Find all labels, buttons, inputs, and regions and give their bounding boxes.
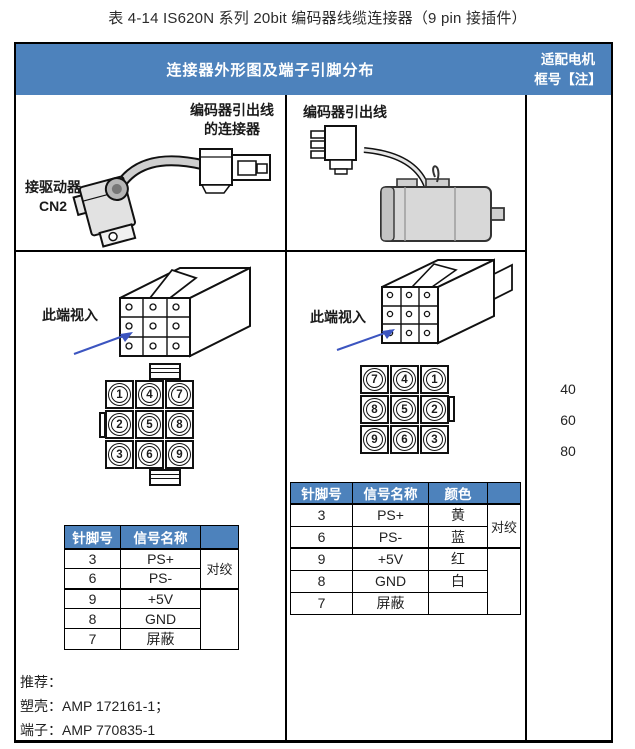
viewing-arrow-icon	[337, 329, 395, 350]
pin: 8	[165, 410, 194, 439]
pin: 5	[390, 395, 419, 424]
empty-group-cell	[487, 547, 521, 615]
header-connector-layout: 连接器外形图及端子引脚分布	[166, 62, 375, 79]
terminal-part-number: 端子：AMP 770835-1	[20, 722, 156, 738]
twisted-pair-cell: 对绞	[200, 548, 239, 590]
table-header: 针脚号 信号名称	[64, 525, 239, 550]
encoder-connector-label: 编码器引出线 的连接器	[190, 102, 274, 137]
pin: 8	[360, 395, 389, 424]
table-caption: 表 4-14 IS620N 系列 20bit 编码器线缆连接器（9 pin 接插…	[108, 10, 527, 27]
empty-group-cell	[200, 588, 239, 650]
table-row: 7 屏蔽	[64, 628, 239, 650]
pin: 4	[135, 380, 164, 409]
encoder-side-plug	[200, 149, 270, 193]
view-from-this-end-label-left: 此端视入	[42, 307, 98, 323]
encoder-plug-small	[311, 126, 356, 174]
pin: 2	[105, 410, 134, 439]
signal-table-right: 针脚号 信号名称 颜色 3 PS+ 黄 对绞 6 PS- 蓝 9 +5V 红	[290, 482, 521, 615]
drive-side-connector	[72, 176, 141, 251]
pin: 6	[390, 425, 419, 454]
table-header-row: 连接器外形图及端子引脚分布 适配电机 框号【注】	[16, 44, 611, 95]
pin: 2	[420, 395, 449, 424]
servo-motor-body	[381, 166, 504, 241]
header-motor-frame-line1: 适配电机	[541, 51, 595, 67]
latch-top	[149, 363, 181, 380]
header-motor-frame: 适配电机 框号【注】	[525, 44, 611, 95]
latch-bottom	[149, 469, 181, 486]
pin-grid-left: 1 4 7 2 5 8 3 6 9	[105, 380, 194, 469]
drive-cn2-label: 接驱动器 CN2	[25, 179, 81, 214]
table-row: 6 PS-	[64, 568, 239, 590]
connector-3d-left	[40, 250, 276, 362]
twisted-pair-cell: 对绞	[487, 503, 521, 549]
table-row: 8 GND 白	[290, 569, 521, 593]
pin: 9	[360, 425, 389, 454]
table-row: 6 PS- 蓝	[290, 525, 521, 549]
table-row: 3 PS+ 黄 对绞	[290, 503, 521, 549]
table-row: 7 屏蔽	[290, 591, 521, 615]
pin: 7	[360, 365, 389, 394]
pin: 9	[165, 440, 194, 469]
keying-tab-right	[448, 396, 455, 422]
pin: 5	[135, 410, 164, 439]
view-from-this-end-label-right: 此端视入	[310, 309, 366, 325]
recommended-parts: 推荐： 塑壳：AMP 172161-1； 端子：AMP 770835-1	[20, 670, 169, 742]
column-divider-left	[285, 95, 287, 740]
cable-assembly-illustration	[16, 95, 285, 250]
signal-table-left: 针脚号 信号名称 3 PS+ 对绞 6 PS- 9 +5V 8 GND	[64, 525, 239, 650]
table-row: 8 GND	[64, 608, 239, 629]
pin-face-view-right: 7 4 1 8 5 2 9 6 3	[360, 365, 455, 454]
encoder-lead-label: 编码器引出线	[303, 104, 387, 120]
recommend-line: 推荐：	[20, 674, 62, 690]
column-divider-right	[525, 95, 527, 740]
pin: 1	[420, 365, 449, 394]
pin: 1	[105, 380, 134, 409]
connector-spec-table: 连接器外形图及端子引脚分布 适配电机 框号【注】	[14, 42, 613, 743]
frame-size: 80	[560, 443, 576, 459]
row-divider-top	[16, 250, 526, 252]
table-row: 9 +5V	[64, 588, 239, 650]
pin-face-view-left: 1 4 7 2 5 8 3 6 9	[99, 363, 196, 486]
header-motor-frame-line2: 框号【注】	[534, 71, 602, 87]
frame-size: 40	[560, 381, 576, 397]
frame-size: 60	[560, 412, 576, 428]
viewing-arrow-icon	[74, 332, 133, 354]
shell-part-number: 塑壳：AMP 172161-1；	[20, 698, 170, 714]
table-header: 针脚号 信号名称 颜色	[290, 482, 521, 505]
motor-frame-values: 40 60 80	[525, 374, 611, 467]
pin: 4	[390, 365, 419, 394]
pin: 3	[105, 440, 134, 469]
motor-illustration	[285, 95, 525, 250]
table-row: 9 +5V 红	[290, 547, 521, 615]
pin: 3	[420, 425, 449, 454]
pin: 7	[165, 380, 194, 409]
connector-3d-right	[308, 248, 520, 360]
table-row: 3 PS+ 对绞	[64, 548, 239, 590]
pin-grid-right: 7 4 1 8 5 2 9 6 3	[360, 365, 449, 454]
pin: 6	[135, 440, 164, 469]
